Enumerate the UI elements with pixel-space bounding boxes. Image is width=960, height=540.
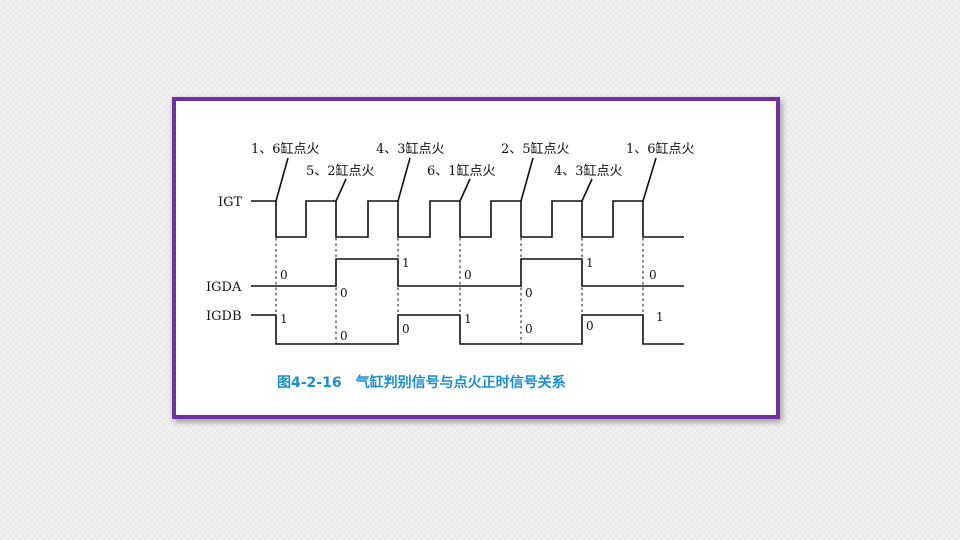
igda-label: IGDA (206, 280, 242, 295)
figure-frame: IGT IGDA IGDB 1、6缸点火 5、2缸点火 4、3缸点火 6、1缸点… (172, 97, 780, 419)
figure-caption: 图4-2-16 气缸判别信号与点火正时信号关系 (277, 374, 566, 391)
annotation-1: 1、6缸点火 (251, 141, 320, 157)
igda-bit: 1 (586, 256, 594, 270)
igt-waveform (251, 200, 684, 238)
igda-bit: 0 (340, 286, 348, 300)
igdb-bit: 0 (586, 319, 594, 333)
annotation-pointers (275, 157, 657, 202)
igdb-bit: 0 (525, 322, 533, 336)
igdb-bit: 1 (464, 312, 472, 326)
igdb-bit: 0 (340, 329, 348, 343)
igt-label: IGT (218, 195, 243, 210)
annotation-3: 4、3缸点火 (376, 141, 445, 157)
annotation-5: 2、5缸点火 (501, 141, 570, 157)
igdb-bit: 1 (656, 310, 664, 324)
guide-lines (275, 238, 644, 344)
igda-bit: 0 (464, 268, 472, 282)
igda-bit: 0 (525, 286, 533, 300)
annotation-6: 4、3缸点火 (554, 163, 623, 179)
annotation-2: 5、2缸点火 (306, 163, 375, 179)
igdb-bit: 0 (402, 322, 410, 336)
timing-diagram: IGT IGDA IGDB 1、6缸点火 5、2缸点火 4、3缸点火 6、1缸点… (206, 141, 695, 391)
igda-bit: 1 (402, 256, 410, 270)
igda-bit: 0 (280, 268, 288, 282)
igdb-bit: 1 (280, 312, 288, 326)
igdb-label: IGDB (206, 309, 242, 324)
igda-bit: 0 (649, 268, 657, 282)
annotation-7: 1、6缸点火 (626, 141, 695, 157)
annotation-4: 6、1缸点火 (427, 163, 496, 179)
